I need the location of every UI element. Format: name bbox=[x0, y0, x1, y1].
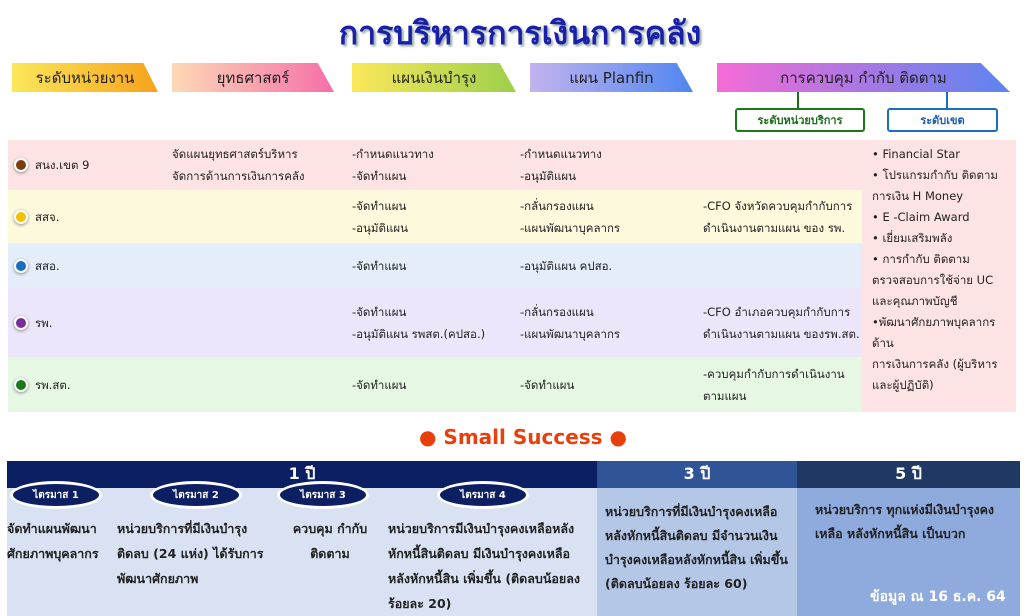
cell-control: -CFO จังหวัดควบคุมกำกับการดำเนินงานตามแผ… bbox=[703, 195, 852, 239]
year3-body: หน่วยบริการที่มีเงินบำรุงคงเหลือหลังหักห… bbox=[597, 488, 797, 616]
region-item: • โปรแกรมกำกับ ติดตาม bbox=[872, 168, 999, 182]
year5-header: 5 ปี bbox=[797, 461, 1020, 488]
header-level: ระดับหน่วยงาน bbox=[12, 63, 158, 92]
level-dot-icon bbox=[14, 258, 28, 273]
cell-line: -กำหนดแนวทาง bbox=[352, 147, 434, 161]
region-item: •พัฒนาศักยภาพบุคลากรด้าน bbox=[872, 315, 996, 350]
year3-header: 3 ปี bbox=[597, 461, 797, 488]
region-item: • Financial Star bbox=[872, 147, 961, 161]
level-dot-icon bbox=[14, 158, 28, 172]
cell-control: -CFO อำเภอควบคุมกำกับการดำเนินงานตามแผน … bbox=[703, 301, 860, 345]
cell-line: -จัดทำแผน bbox=[352, 377, 407, 392]
cell-line: -ควบคุมกำกับการดำเนินงาน bbox=[703, 366, 845, 381]
cell-line: -CFO อำเภอควบคุมกำกับการ bbox=[703, 304, 851, 319]
quarter-1-badge: ไตรมาส 1 bbox=[10, 481, 102, 509]
cell-level: รพ. bbox=[35, 315, 53, 330]
sub-header-region: ระดับเขต bbox=[887, 108, 998, 132]
cell-planfin: -กำหนดแนวทาง -อนุมัติแผน bbox=[520, 143, 602, 187]
table-row: รพ.สต. -จัดทำแผน -จัดทำแผน -ควบคุมกำกับการด… bbox=[8, 357, 862, 412]
region-item: การเงินการคลัง (ผู้บริหาร bbox=[872, 357, 998, 371]
cell-line: -CFO จังหวัดควบคุมกำกับการ bbox=[703, 198, 853, 213]
cell-line: -กำหนดแนวทาง bbox=[520, 147, 602, 161]
cell-planfin: -อนุมัติแผน คปสอ. bbox=[520, 255, 612, 277]
cell-plan: -จัดทำแผน -อนุมัติแผน รพสต.(คปสอ.) bbox=[352, 301, 485, 345]
header-control: การควบคุม กำกับ ติดตาม bbox=[717, 63, 1010, 92]
year5-body: หน่วยบริการ ทุกแห่งมีเงินบำรุงคงเหลือ หล… bbox=[797, 488, 1020, 616]
cell-line: -จัดทำแผน bbox=[520, 377, 575, 392]
cell-line: -อนุมัติแผน bbox=[352, 220, 408, 235]
cell-planfin: -กลั่นกรองแผน -แผนพัฒนาบุคลากร bbox=[520, 195, 620, 239]
cell-strategy: จัดแผนยุทธศาสตร์บริหารจัดการด้านการเงินก… bbox=[172, 143, 305, 187]
cell-line: -กลั่นกรองแผน bbox=[520, 304, 594, 319]
cell-line: -จัดทำแผน bbox=[352, 304, 407, 319]
year5-text: หน่วยบริการ ทุกแห่งมีเงินบำรุงคงเหลือ หล… bbox=[815, 502, 995, 541]
cell-planfin: -กลั่นกรองแผน -แผนพัฒนาบุคลากร bbox=[520, 301, 620, 345]
header-strategy: ยุทธศาสตร์ bbox=[172, 63, 334, 92]
table-row: สสอ. -จัดทำแผน -อนุมัติแผน คปสอ. bbox=[8, 243, 862, 288]
level-dot-icon bbox=[14, 209, 28, 224]
cell-line: -แผนพัฒนาบุคลากร bbox=[520, 326, 621, 341]
quarter-1-text: จัดทำแผนพัฒนาศักยภาพบุคลากร bbox=[7, 521, 99, 561]
data-note: ข้อมูล ณ 16 ธ.ค. 64 bbox=[870, 589, 1006, 605]
cell-line: จัดการด้านการเงินการคลัง bbox=[172, 169, 305, 183]
cell-level: สสจ. bbox=[35, 209, 60, 224]
sub-header-service: ระดับหน่วยบริการ bbox=[735, 108, 865, 132]
cell-line: -จัดทำแผน bbox=[352, 169, 407, 183]
cell-plan: -จัดทำแผน -อนุมัติแผน bbox=[352, 195, 408, 239]
table-row: สสจ. -จัดทำแผน -อนุมัติแผน -กลั่นกรองแผน -แผ… bbox=[8, 190, 862, 243]
cell-line: จัดแผนยุทธศาสตร์บริหาร bbox=[172, 147, 298, 161]
small-success-title: ● Small Success ● bbox=[419, 425, 627, 449]
quarter-2-text: หน่วยบริการที่มีเงินบำรุงติดลบ (24 แห่ง)… bbox=[117, 521, 264, 586]
cell-line: -กลั่นกรองแผน bbox=[520, 198, 594, 213]
header-planfin: แผน Planfin bbox=[530, 63, 693, 92]
cell-plan: -กำหนดแนวทาง -จัดทำแผน bbox=[352, 143, 434, 187]
quarter-4-text: หน่วยบริการมีเงินบำรุงคงเหลือหลังหักหนี้… bbox=[388, 521, 580, 611]
page-title: การบริหารการเงินการคลัง bbox=[338, 14, 702, 52]
level-dot-icon bbox=[14, 377, 28, 392]
region-item: และคุณภาพบัญชี bbox=[872, 294, 958, 308]
cell-line: -แผนพัฒนาบุคลากร bbox=[520, 220, 621, 235]
quarter-4-badge: ไตรมาส 4 bbox=[437, 481, 529, 509]
level-dot-icon bbox=[14, 315, 28, 330]
region-item: และผู้ปฏิบัติ) bbox=[872, 378, 934, 392]
region-item: • เยี่ยมเสริมพลัง bbox=[872, 231, 953, 245]
region-item: • E -Claim Award bbox=[872, 210, 970, 224]
cell-line: -จัดทำแผน bbox=[352, 258, 407, 273]
cell-planfin: -จัดทำแผน bbox=[520, 374, 574, 396]
year1-body bbox=[7, 488, 597, 616]
cell-level: สนง.เขต 9 bbox=[35, 158, 90, 172]
table-row: สนง.เขต 9 จัดแผนยุทธศาสตร์บริหารจัดการด้า… bbox=[8, 140, 862, 190]
cell-line: -อนุมัติแผน รพสต.(คปสอ.) bbox=[352, 326, 486, 341]
cell-line: ดำเนินงานตามแผน ของ รพ. bbox=[703, 220, 846, 235]
cell-control: -ควบคุมกำกับการดำเนินงานตามแผน bbox=[703, 363, 845, 407]
cell-plan: -จัดทำแผน bbox=[352, 255, 406, 277]
region-item: การเงิน H Money bbox=[872, 189, 964, 203]
year3-text: หน่วยบริการที่มีเงินบำรุงคงเหลือหลังหักห… bbox=[605, 504, 788, 591]
cell-line: -อนุมัติแผน bbox=[520, 169, 576, 183]
region-item: • การกำกับ ติดตาม bbox=[872, 252, 970, 266]
cell-level: รพ.สต. bbox=[35, 377, 71, 392]
quarter-3-text: ควบคุม กำกับ ติดตาม bbox=[292, 521, 368, 561]
quarter-2-badge: ไตรมาส 2 bbox=[150, 481, 242, 509]
cell-line: -อนุมัติแผน คปสอ. bbox=[520, 258, 613, 273]
region-control-list: • Financial Star • โปรแกรมกำกับ ติดตามการ… bbox=[862, 140, 1016, 412]
cell-plan: -จัดทำแผน bbox=[352, 374, 406, 396]
region-item: ตรวจสอบการใช้จ่าย UC bbox=[872, 273, 994, 287]
cell-line: ดำเนินงานตามแผน ของรพ.สต. bbox=[703, 326, 860, 341]
cell-level: สสอ. bbox=[35, 258, 60, 273]
header-plan: แผนเงินบำรุง bbox=[352, 63, 516, 92]
cell-line: ตามแผน bbox=[703, 388, 747, 403]
table-row: รพ. -จัดทำแผน -อนุมัติแผน รพสต.(คปสอ.) -กลั… bbox=[8, 288, 862, 357]
quarter-3-badge: ไตรมาส 3 bbox=[277, 481, 369, 509]
cell-line: -จัดทำแผน bbox=[352, 198, 407, 213]
